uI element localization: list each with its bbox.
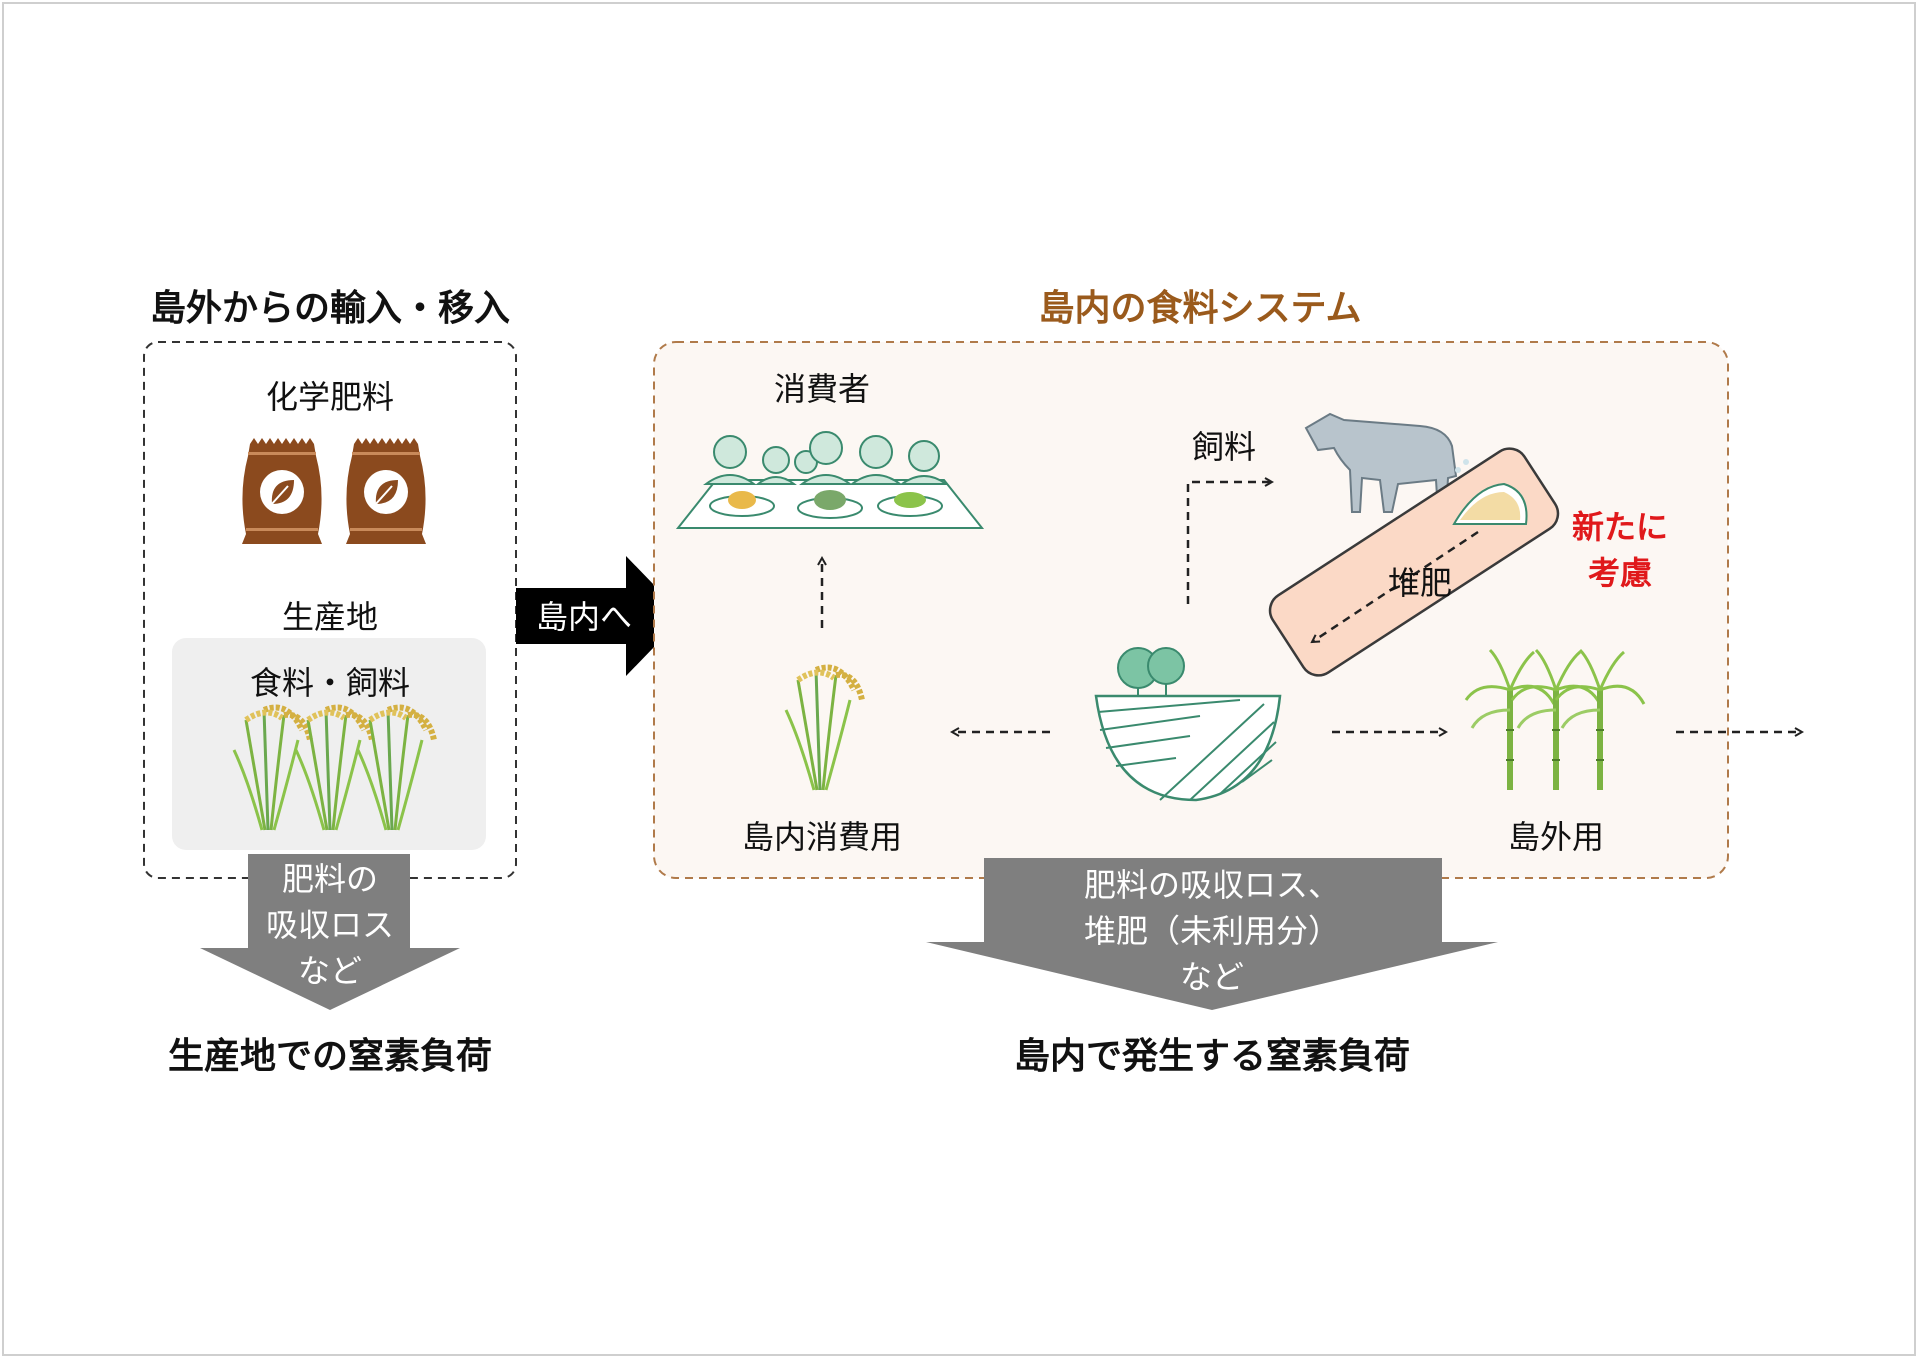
fertilizer-bag-icon — [345, 437, 427, 545]
imports-title: 島外からの輸入・移入 — [150, 288, 510, 329]
production-area-label: 生産地 — [282, 598, 378, 636]
island-loss-line: 肥料の吸収ロス、 — [1084, 866, 1340, 904]
transfer-label: 島内へ — [536, 598, 632, 636]
export-use-label: 島外用 — [1508, 818, 1604, 856]
transfer-arrow — [516, 556, 684, 676]
domestic-use-label: 島内消費用 — [742, 818, 902, 856]
left-loss-line: など — [298, 952, 362, 990]
consumer-label: 消費者 — [774, 370, 870, 408]
island-system-title: 島内の食料システム — [1039, 288, 1362, 329]
island-nitrogen-load-label: 島内で発生する窒素負荷 — [1014, 1036, 1410, 1077]
fertilizer-bag-icon — [241, 437, 323, 545]
production-nitrogen-load-label: 生産地での窒素負荷 — [168, 1036, 492, 1077]
cow-icon — [1304, 412, 1469, 513]
compost-label: 堆肥 — [1388, 564, 1452, 602]
new-consideration-line: 新たに — [1572, 508, 1668, 546]
island-loss-line: など — [1180, 958, 1244, 996]
left-loss-line: 肥料の — [282, 860, 378, 898]
island-loss-line: 堆肥（未利用分） — [1084, 912, 1340, 950]
feed-label: 飼料 — [1192, 428, 1256, 466]
consumers-icon — [675, 431, 985, 529]
new-consideration-line: 考慮 — [1588, 554, 1652, 592]
compost-arrow — [1312, 530, 1479, 642]
food-feed-label: 食料・飼料 — [250, 664, 410, 702]
compost-pile-icon — [1452, 482, 1528, 525]
left-loss-arrow — [200, 854, 460, 1010]
left-loss-line: 吸収ロス — [266, 906, 394, 944]
farmland-icon — [1094, 647, 1282, 802]
island-loss-arrow — [926, 858, 1498, 1010]
fertilizer-label: 化学肥料 — [266, 378, 394, 416]
